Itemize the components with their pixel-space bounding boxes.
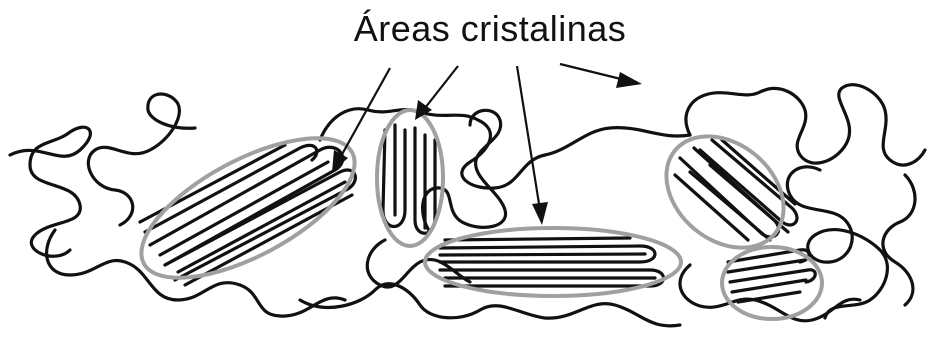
chain-right-edge [883, 175, 915, 305]
chain-left-loop [88, 94, 195, 225]
highlight-ellipse-middle [377, 110, 443, 246]
lamellae-bottom-right [728, 250, 815, 302]
chain-right-top [686, 85, 925, 165]
chain-right-bottom [680, 265, 860, 321]
crystalline-highlights [121, 110, 822, 319]
lamellae-center-horizontal [440, 238, 664, 286]
chain-right-loop [787, 167, 887, 318]
lamellae-middle-vertical [383, 125, 435, 233]
chain-left-bottom [47, 230, 345, 316]
